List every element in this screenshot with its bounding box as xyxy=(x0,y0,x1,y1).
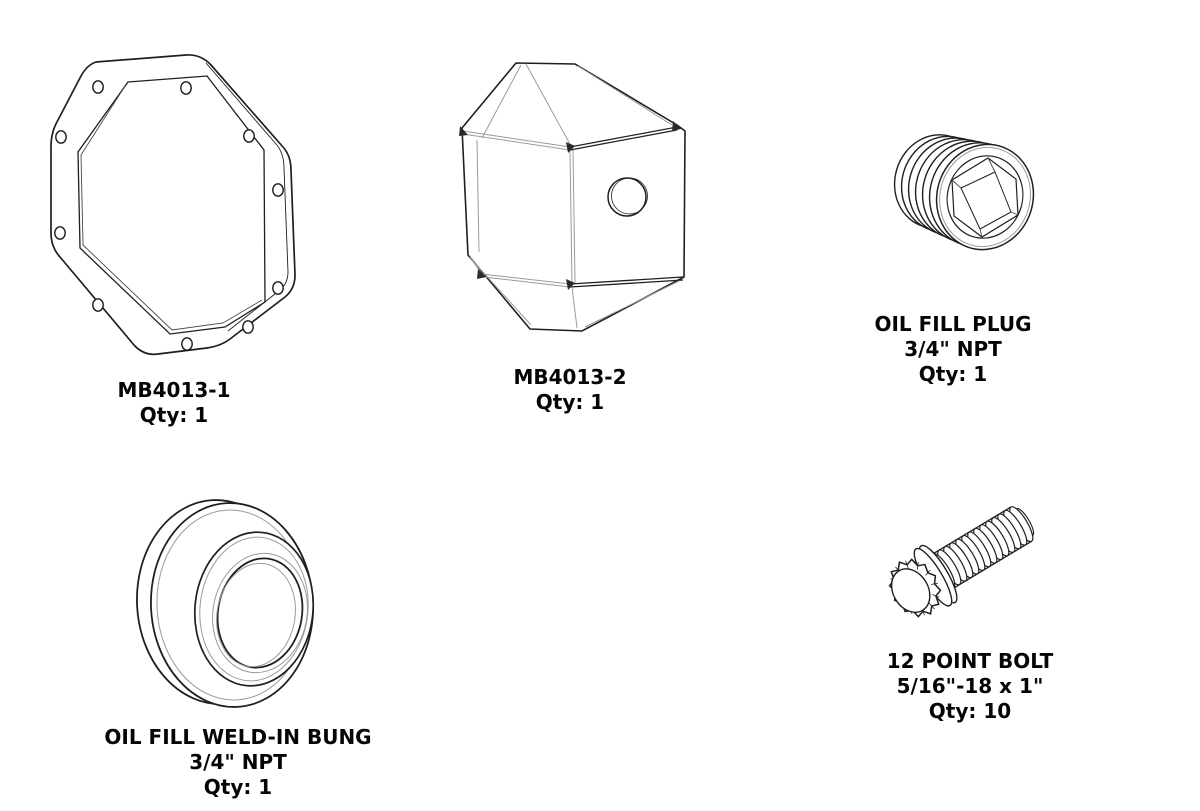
bung-drawing xyxy=(136,499,315,708)
cover-drawing xyxy=(459,62,686,332)
bolt-hole xyxy=(54,226,66,240)
weld-clip xyxy=(566,279,575,290)
cover-facet-line xyxy=(571,286,578,329)
bung-boss-chamfer xyxy=(199,536,309,682)
plug-drawing xyxy=(893,134,1035,251)
flange-part-number: MB4013-1 xyxy=(117,378,231,402)
bolt-shank-edges xyxy=(932,506,1032,589)
bung-bore-depth xyxy=(216,562,296,668)
cover-facet-line xyxy=(481,64,522,139)
bolt-head-face xyxy=(890,568,931,613)
bung-name: OIL FILL WELD-IN BUNG xyxy=(104,725,372,749)
cover-part-number: MB4013-2 xyxy=(513,365,627,389)
flange-qty: Qty: 1 xyxy=(139,403,209,427)
flange-label: MB4013-1 Qty: 1 xyxy=(54,378,294,428)
cover-upper-lip xyxy=(569,126,678,151)
flange-opening-lip xyxy=(80,85,263,331)
plug-face xyxy=(935,143,1035,251)
cover-left-facet xyxy=(476,139,480,253)
bolt-name: 12 POINT BOLT xyxy=(886,649,1054,673)
plug-recess-rim xyxy=(946,155,1024,239)
bolt-hole xyxy=(92,80,104,94)
cover-facet-line xyxy=(471,259,532,326)
flange-bolt-holes xyxy=(54,80,284,351)
bolt-hole xyxy=(243,129,255,143)
flange-outline xyxy=(50,54,296,356)
hex-socket-depth-lines xyxy=(951,157,1019,238)
cover-facet-line xyxy=(584,280,680,328)
bolt-hole xyxy=(181,337,193,351)
bung-hole xyxy=(216,557,304,669)
bolt-hole xyxy=(242,320,254,334)
cover-facet-line xyxy=(577,65,673,126)
bolt-hole xyxy=(180,81,192,95)
bung-size: 3/4" NPT xyxy=(189,750,287,774)
weld-clip xyxy=(672,121,681,131)
cover-label: MB4013-2 Qty: 1 xyxy=(450,365,690,415)
cover-center-crease xyxy=(569,149,576,285)
bolt-drawing xyxy=(888,506,1035,618)
bung-label: OIL FILL WELD-IN BUNG 3/4" NPT Qty: 1 xyxy=(78,725,398,800)
flange-opening xyxy=(77,75,266,335)
cover-upper-band xyxy=(462,130,571,151)
bolt-hole xyxy=(55,130,67,144)
bolt-hole xyxy=(272,281,284,295)
fill-hole-depth xyxy=(611,177,648,215)
bung-qty: Qty: 1 xyxy=(203,775,273,799)
cover-lower-lip xyxy=(569,276,684,288)
weld-clip xyxy=(566,142,575,153)
bolt-group xyxy=(888,506,1035,618)
bolt-size: 5/16"-18 x 1" xyxy=(896,674,1044,698)
plug-label: OIL FILL PLUG 3/4" NPT Qty: 1 xyxy=(813,312,1093,387)
bolt-hole xyxy=(92,298,104,312)
plug-qty: Qty: 1 xyxy=(918,362,988,386)
weld-clip xyxy=(477,269,486,279)
plug-face-chamfer xyxy=(939,146,1031,248)
bung-hole-chamfer xyxy=(212,552,308,674)
bolt-label: 12 POINT BOLT 5/16"-18 x 1" Qty: 10 xyxy=(830,649,1110,724)
bolt-qty: Qty: 10 xyxy=(928,699,1012,723)
cover-facet-line xyxy=(525,63,572,147)
weld-clip xyxy=(459,126,468,136)
cover-qty: Qty: 1 xyxy=(535,390,605,414)
plug-name: OIL FILL PLUG xyxy=(874,312,1032,336)
flange-drawing xyxy=(50,54,296,356)
bolt-hole xyxy=(272,183,284,197)
plug-size: 3/4" NPT xyxy=(904,337,1002,361)
